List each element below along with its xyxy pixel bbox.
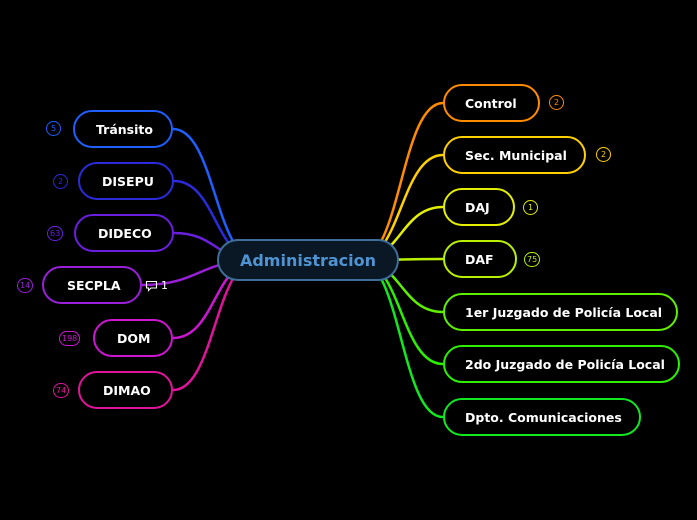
topic-daf[interactable]: DAF: [443, 240, 517, 278]
topic-sec-municipal[interactable]: Sec. Municipal: [443, 136, 586, 174]
topic-label: Sec. Municipal: [465, 147, 567, 163]
topic-label: 1er Juzgado de Policía Local: [465, 304, 663, 320]
topic-count-badge[interactable]: 198: [59, 331, 81, 346]
topic-label: DOM: [117, 330, 151, 346]
topic-label: DISEPU: [102, 173, 154, 189]
topic-count-badge[interactable]: 2: [53, 174, 68, 189]
topic-count-badge[interactable]: 63: [47, 226, 64, 241]
topic-label: DIMAO: [103, 382, 151, 398]
topic-count-badge[interactable]: 74: [53, 383, 70, 398]
topic-control[interactable]: Control: [443, 84, 540, 122]
topic-label: Control: [465, 95, 517, 111]
comment-count: 1: [161, 279, 168, 292]
topic-label: DAJ: [465, 199, 490, 215]
topic-label: SECPLA: [67, 277, 121, 293]
topic-count-badge[interactable]: 2: [596, 147, 611, 162]
topic-label: Tránsito: [96, 121, 153, 137]
topic-count-badge[interactable]: 2: [549, 95, 564, 110]
topic-label: 2do Juzgado de Policía Local: [465, 356, 665, 372]
topic-dom[interactable]: DOM: [93, 319, 173, 357]
topic-juzgado-2[interactable]: 2do Juzgado de Policía Local: [443, 345, 680, 383]
central-topic-label: Administracion: [239, 250, 377, 270]
topic-count-badge[interactable]: 14: [17, 278, 34, 293]
comment-indicator[interactable]: 1: [145, 279, 168, 292]
topic-count-badge[interactable]: 5: [46, 121, 61, 136]
topic-disepu[interactable]: DISEPU: [78, 162, 174, 200]
topic-dimao[interactable]: DIMAO: [78, 371, 173, 409]
topic-count-badge[interactable]: 1: [523, 200, 538, 215]
topic-juzgado-1[interactable]: 1er Juzgado de Policía Local: [443, 293, 678, 331]
comment-icon: [145, 280, 158, 292]
topic-comunicaciones[interactable]: Dpto. Comunicaciones: [443, 398, 641, 436]
topic-label: DAF: [465, 251, 494, 267]
topic-secpla[interactable]: SECPLA: [42, 266, 142, 304]
topic-label: Dpto. Comunicaciones: [465, 409, 622, 425]
right-branch-connector: [358, 258, 444, 419]
topic-count-badge[interactable]: 75: [524, 252, 541, 267]
topic-daj[interactable]: DAJ: [443, 188, 515, 226]
right-branch-connector: [358, 101, 444, 262]
topic-transito[interactable]: Tránsito: [73, 110, 173, 148]
topic-label: DIDECO: [98, 225, 152, 241]
topic-dideco[interactable]: DIDECO: [74, 214, 174, 252]
central-topic[interactable]: Administracion: [217, 239, 399, 281]
